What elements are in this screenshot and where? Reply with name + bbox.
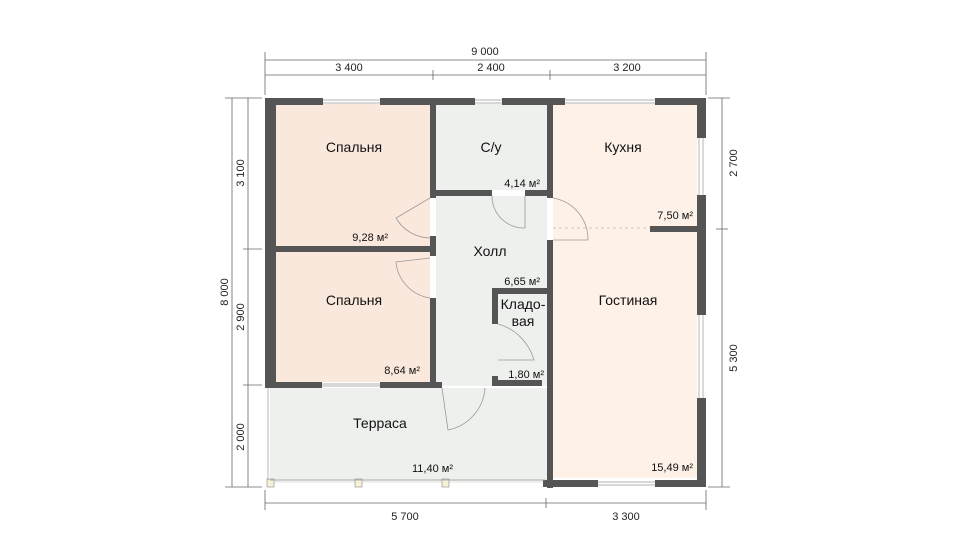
dim-right-seg-1: 2 700 xyxy=(728,149,740,177)
living-floor xyxy=(553,228,697,478)
kitchen-label: Кухня xyxy=(604,139,641,155)
bathroom-area: 4,14 м² xyxy=(504,178,540,190)
living-label: Гостиная xyxy=(599,292,658,308)
terrace-label: Терраса xyxy=(353,415,407,431)
bedroom2-floor xyxy=(276,252,430,382)
dim-right-seg-2: 5 300 xyxy=(728,344,740,372)
storage-floor xyxy=(500,294,547,382)
bedroom1-label: Спальня xyxy=(326,139,382,155)
windows xyxy=(267,99,704,486)
dimension-lines xyxy=(225,52,730,510)
terrace-floor xyxy=(270,388,547,483)
living-area: 15,49 м² xyxy=(651,462,693,474)
bedroom2-label: Спальня xyxy=(326,292,382,308)
dim-bottom-seg-1: 5 700 xyxy=(391,511,419,523)
storage-area: 1,80 м² xyxy=(508,369,544,381)
walls xyxy=(265,98,706,488)
dim-left-total: 8 000 xyxy=(219,278,231,306)
bathroom-label: С/у xyxy=(481,139,502,155)
bedroom1-floor xyxy=(276,104,430,246)
dim-left-seg-1: 3 100 xyxy=(235,159,247,187)
storage-label-line1: Кладо- xyxy=(501,296,546,312)
hall-label: Холл xyxy=(474,243,507,259)
kitchen-floor xyxy=(553,104,697,228)
terrace-area: 11,40 м² xyxy=(412,463,453,475)
dim-top-total: 9 000 xyxy=(471,46,499,58)
dim-bottom-seg-2: 3 300 xyxy=(612,511,640,523)
bathroom-floor xyxy=(436,104,547,190)
dim-top-seg-3: 3 200 xyxy=(613,62,641,74)
bedroom2-area: 8,64 м² xyxy=(384,365,420,377)
dim-left-seg-3: 2 000 xyxy=(235,423,247,451)
dim-left-seg-2: 2 900 xyxy=(235,303,247,331)
bedroom1-area: 9,28 м² xyxy=(352,232,388,244)
dim-top-seg-2: 2 400 xyxy=(477,62,505,74)
hall-area: 6,65 м² xyxy=(504,276,540,288)
kitchen-area: 7,50 м² xyxy=(657,210,693,222)
dim-top-seg-1: 3 400 xyxy=(335,62,363,74)
doors xyxy=(395,195,650,431)
storage-label-line2: вая xyxy=(512,313,535,329)
